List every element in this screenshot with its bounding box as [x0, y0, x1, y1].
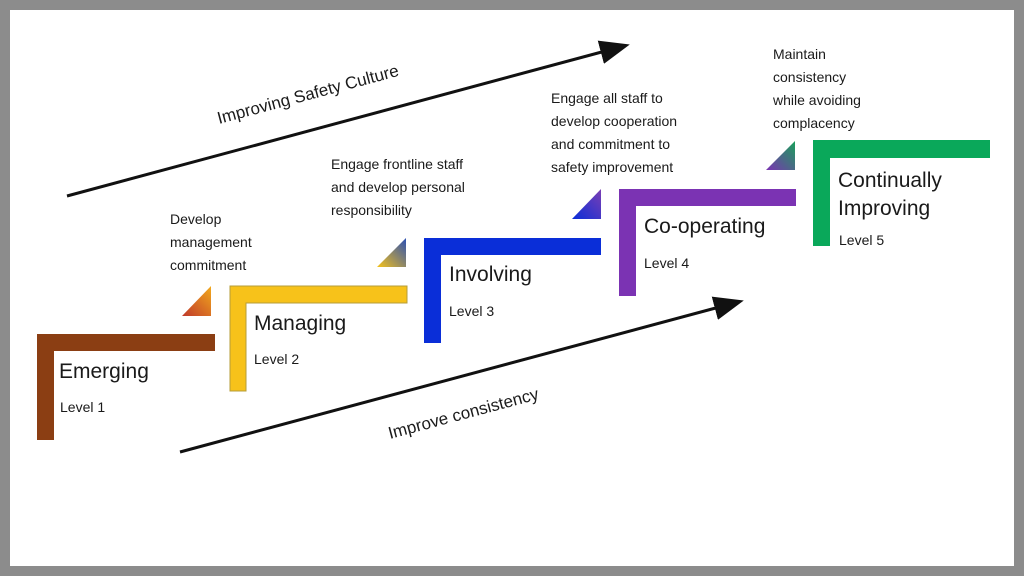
- step-shape-1: [37, 334, 215, 440]
- step-description-2: Engage frontline staff and develop perso…: [331, 153, 465, 222]
- desc-line: and develop personal: [331, 179, 465, 195]
- step-level-2: Level 2: [254, 351, 300, 367]
- desc-line: develop cooperation: [551, 113, 678, 129]
- step-shape-4: [619, 189, 796, 296]
- step-name-3: Involving: [449, 263, 532, 286]
- desc-line: safety improvement: [551, 159, 674, 175]
- step-level-4: Level 4: [644, 255, 690, 271]
- step-description-4: Maintain consistency while avoiding comp…: [773, 43, 861, 135]
- step-name-4: Co-operating: [644, 215, 766, 238]
- step-description-1: Develop management commitment: [170, 208, 252, 277]
- slide-frame: Improving Safety Culture Improve consist…: [10, 10, 1014, 566]
- step-shape-2: [229, 285, 408, 392]
- step-name-line: Continually: [838, 169, 942, 192]
- desc-line: Maintain: [773, 46, 826, 62]
- top-arrow: [66, 40, 630, 198]
- step-description-3: Engage all staff to develop cooperation …: [551, 87, 677, 179]
- corner-triangle-1: [182, 286, 211, 316]
- desc-line: while avoiding: [773, 92, 861, 108]
- step-name-line: Improving: [838, 197, 931, 220]
- desc-line: Engage frontline staff: [331, 156, 464, 172]
- desc-line: and commitment to: [551, 136, 671, 152]
- corner-triangle-3: [572, 189, 601, 219]
- corner-triangle-2: [377, 238, 406, 267]
- bottom-arrow: [179, 296, 744, 454]
- desc-line: commitment: [170, 257, 247, 273]
- top-arrow-label: Improving Safety Culture: [215, 61, 401, 128]
- desc-line: Engage all staff to: [551, 90, 663, 106]
- desc-line: consistency: [773, 69, 847, 85]
- desc-line: complacency: [773, 115, 855, 131]
- step-shape-3: [424, 238, 601, 343]
- step-level-1: Level 1: [60, 399, 106, 415]
- step-level-5: Level 5: [839, 232, 885, 248]
- step-shape-5: [813, 140, 990, 246]
- arrows-layer: Improving Safety Culture Improve consist…: [37, 40, 990, 454]
- corner-triangle-4: [766, 141, 795, 170]
- bottom-arrow-label: Improve consistency: [386, 384, 541, 443]
- step-level-3: Level 3: [449, 303, 495, 319]
- desc-line: responsibility: [331, 202, 412, 218]
- desc-line: Develop: [170, 211, 222, 227]
- desc-line: management: [170, 234, 252, 250]
- step-name-2: Managing: [254, 312, 347, 335]
- step-name-5: Continually Improving: [838, 167, 942, 223]
- step-name-1: Emerging: [59, 360, 149, 383]
